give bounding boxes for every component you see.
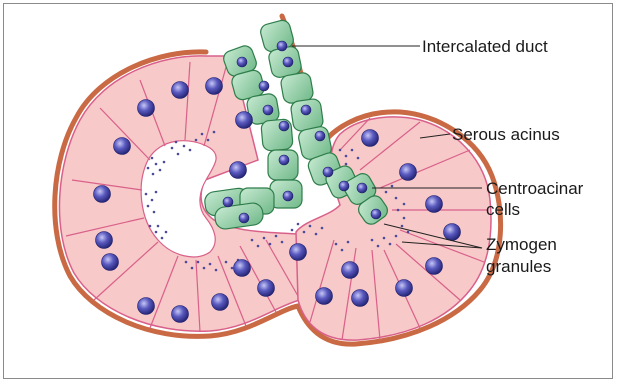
label-intercalated-duct: Intercalated duct (422, 37, 548, 56)
label-centroacinar-line2: cells (486, 200, 520, 219)
label-serous-acinus: Serous acinus (452, 125, 560, 144)
label-zymogen-line1: Zymogen (486, 235, 557, 254)
label-zymogen-line2: granules (486, 257, 551, 276)
label-centroacinar-line1: Centroacinar (486, 179, 584, 198)
